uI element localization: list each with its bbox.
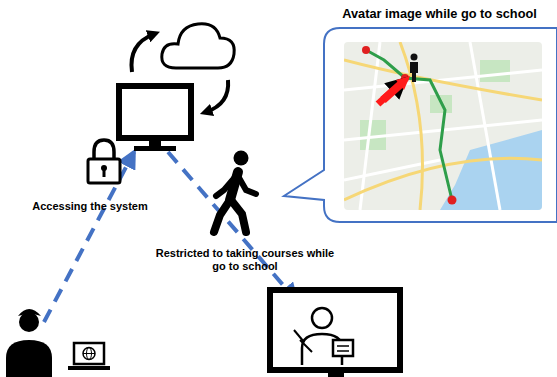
caption-label: Restricted to taking courses while go to…: [152, 247, 338, 273]
laptop-icon: [68, 343, 110, 370]
callout-node: Avatar image while go to school: [322, 6, 557, 21]
callout-bubble: [284, 28, 557, 222]
lock-icon: [88, 140, 120, 183]
user-icon: [6, 309, 52, 377]
cloud-icon: [162, 24, 234, 68]
walking-person-icon: [214, 151, 256, 233]
route-map: [344, 42, 542, 210]
callout-heading: Avatar image while go to school: [322, 6, 557, 21]
flow-arrows: [44, 152, 296, 322]
computer-icon: [119, 86, 191, 151]
lecture-monitor: [270, 290, 400, 377]
teacher-icon: [294, 308, 353, 365]
caption-label: Accessing the system: [10, 200, 170, 213]
